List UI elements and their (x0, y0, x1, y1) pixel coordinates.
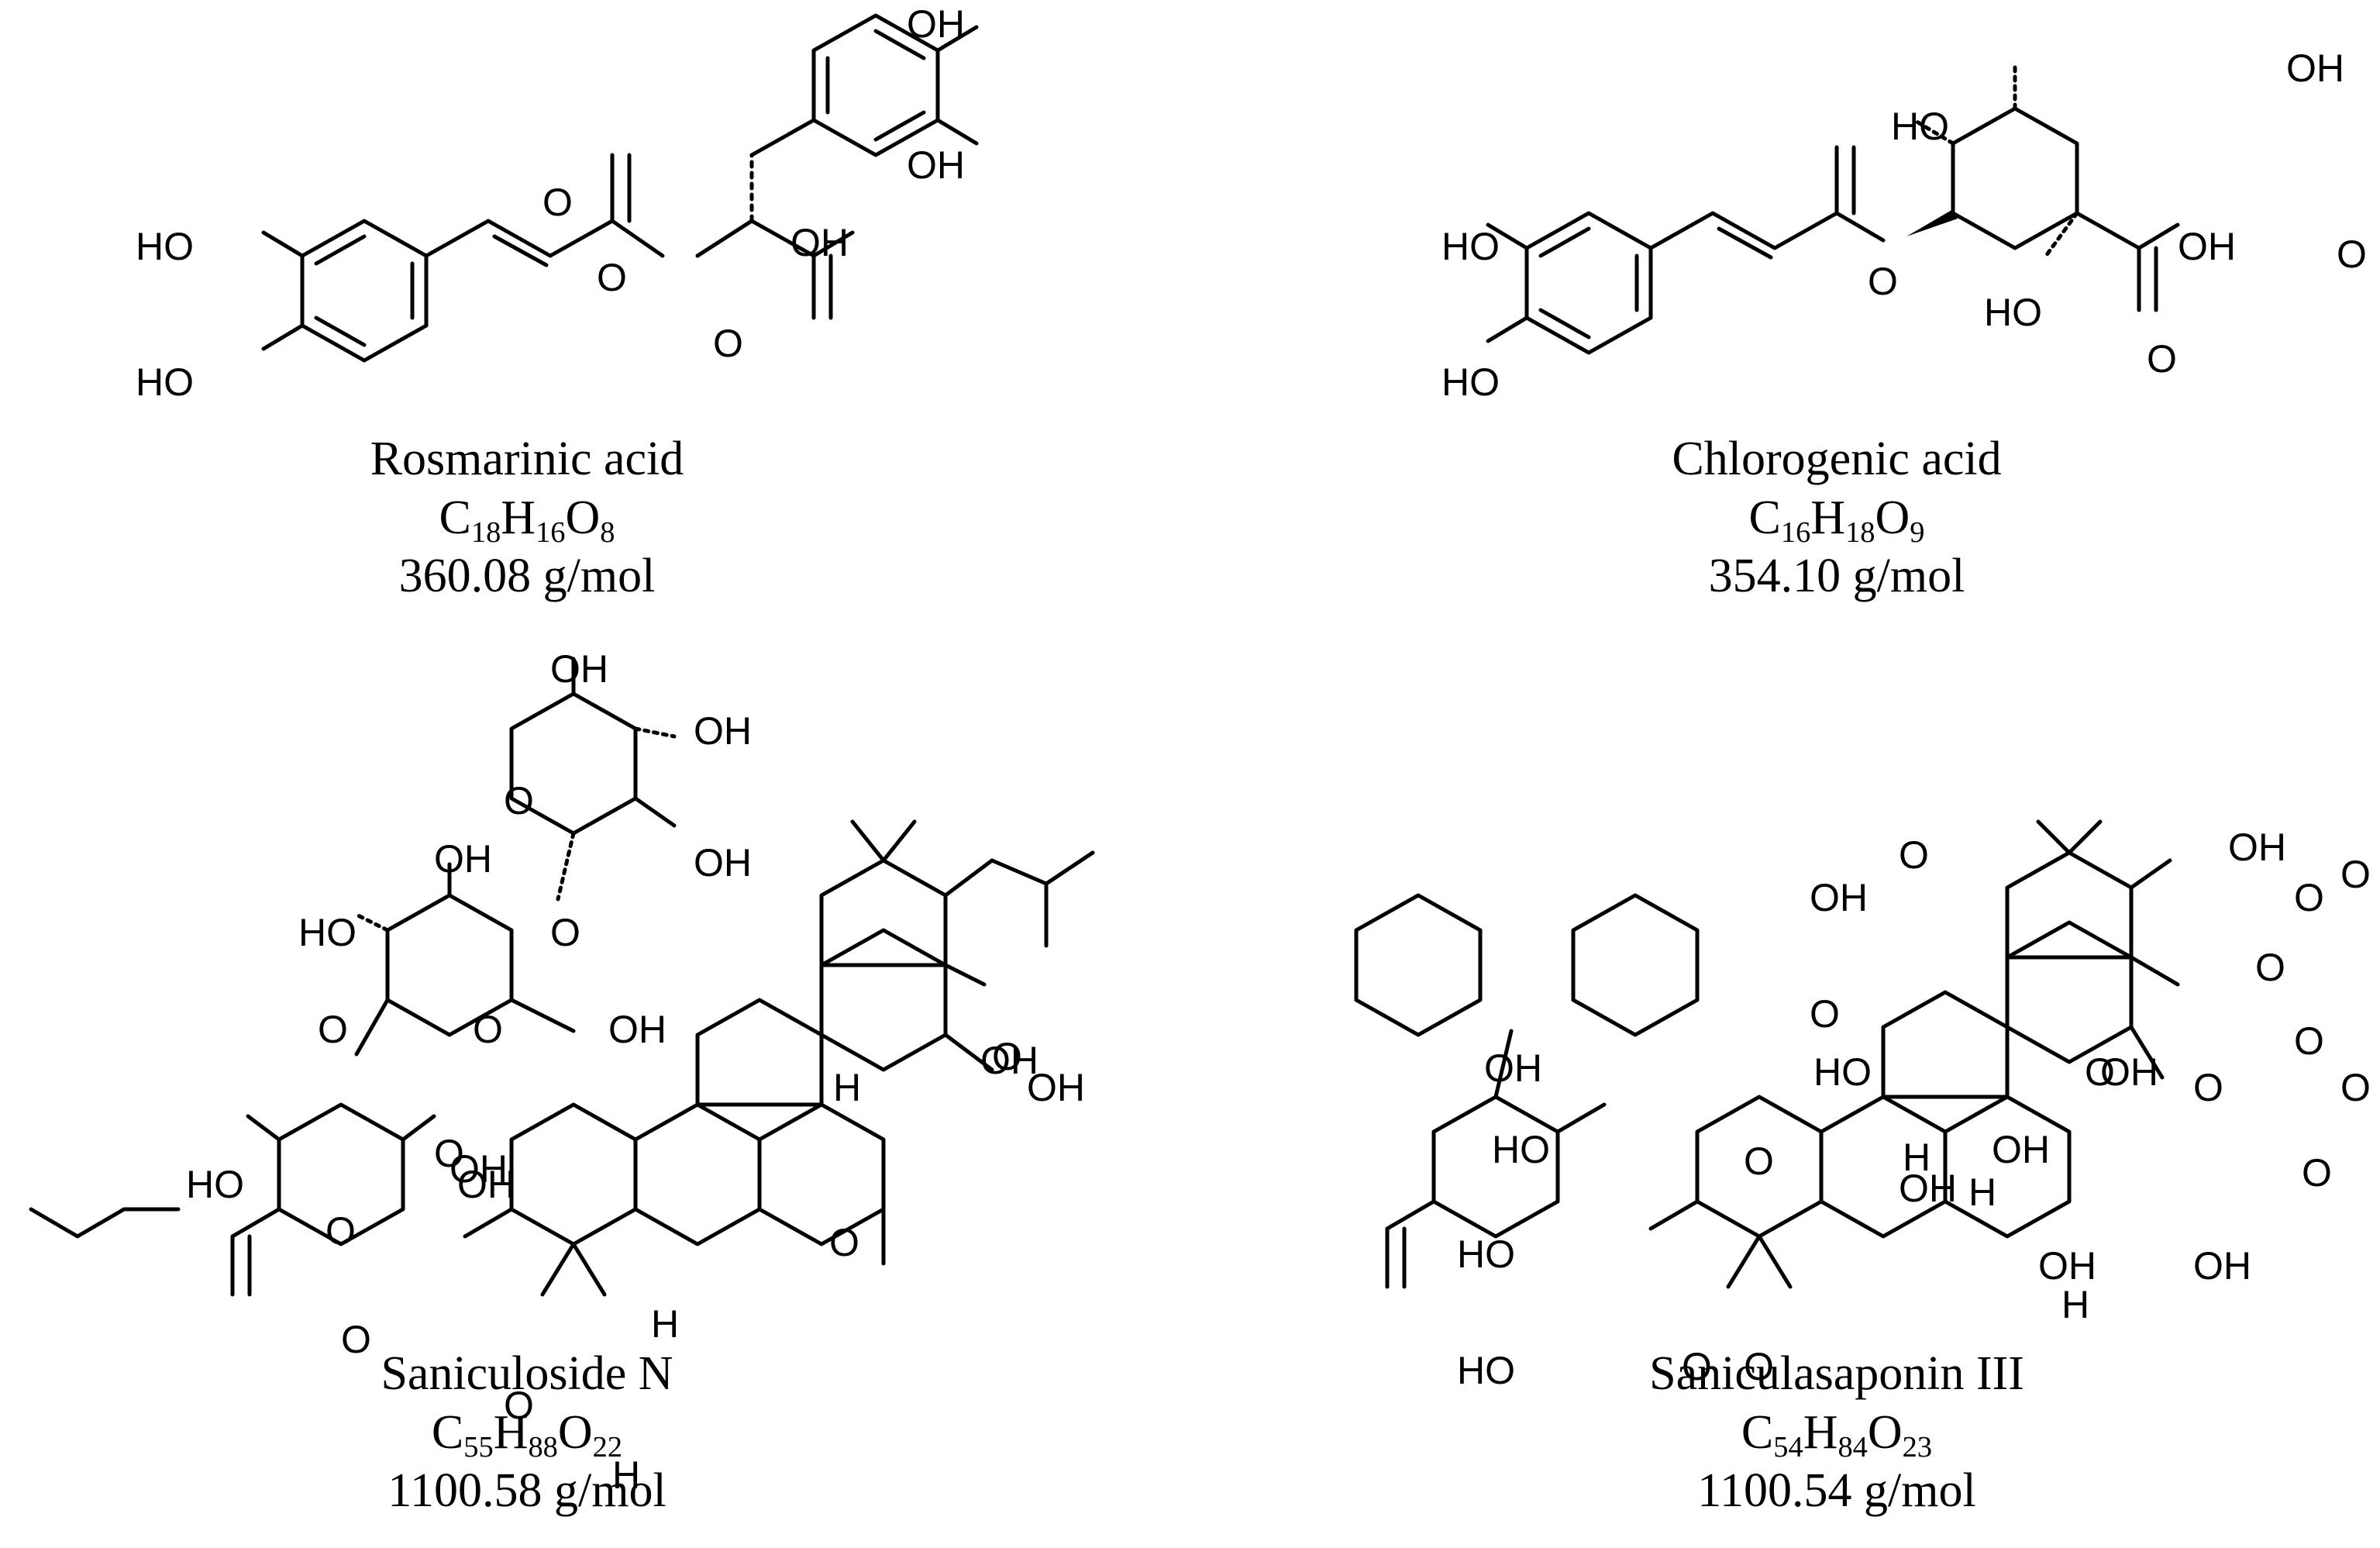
atom-label: O (504, 1384, 534, 1427)
caption-saniculoside-n: Saniculoside N C55H88O22 1100.58 g/mol (178, 1345, 876, 1521)
atom-label: O (829, 1221, 859, 1264)
atom-label: H (1903, 1136, 1931, 1179)
atom-label: O (2294, 1019, 2324, 1063)
atom-label: O (2294, 876, 2324, 919)
atom-label: HO (1813, 1050, 1872, 1094)
molecular-formula: C54H84O23 (1741, 1405, 1933, 1464)
atom-label: O (318, 1008, 348, 1051)
atom-label: OH (1484, 1046, 1542, 1090)
atom-label: O (2085, 1050, 2115, 1094)
molecular-formula: C18H16O8 (439, 491, 615, 549)
atom-label: HO (298, 911, 356, 954)
atom-label: O (2302, 1151, 2332, 1195)
atom-label: HO (136, 360, 194, 404)
atom-label: HO (1492, 1128, 1550, 1171)
atom-label: OH (1027, 1066, 1085, 1109)
structure-saniculasaponin-iii (1279, 819, 2379, 1318)
atom-label: O (992, 1035, 1022, 1078)
compound-name: Saniculoside N (381, 1347, 673, 1400)
caption-rosmarinic-acid: Rosmarinic acid C18H16O8 360.08 g/mol (178, 430, 876, 606)
atom-label: OH (434, 837, 492, 881)
compound-name: Saniculasaponin III (1649, 1347, 2024, 1400)
atom-label: O (597, 256, 627, 299)
structure-chlorogenic-acid (1410, 31, 2263, 419)
atom-label: O (1682, 1345, 1712, 1388)
atom-label: H (612, 1453, 640, 1497)
structure-rosmarinic-acid (108, 0, 1007, 419)
atom-label: OH (1810, 876, 1868, 919)
atom-label: O (1744, 1345, 1774, 1388)
caption-chlorogenic-acid: Chlorogenic acid C16H18O9 354.10 g/mol (1488, 430, 2185, 606)
atom-label: O (2193, 1066, 2223, 1109)
atom-label: O (713, 322, 743, 365)
atom-label: OH (694, 841, 752, 884)
atom-label: OH (1992, 1128, 2050, 1171)
atom-label: HO (136, 225, 194, 268)
atom-label: OH (2038, 1244, 2096, 1288)
atom-label: OH (2228, 826, 2286, 869)
atom-label: HO (186, 1163, 244, 1206)
atom-label: HO (1441, 360, 1500, 404)
caption-saniculasaponin-iii: Saniculasaponin III C54H84O23 1100.54 g/… (1488, 1345, 2185, 1521)
atom-label: H (833, 1066, 861, 1109)
atom-label: OH (694, 709, 752, 753)
atom-label: O (341, 1318, 371, 1361)
atom-label: O (473, 1008, 503, 1051)
atom-label: OH (449, 1147, 508, 1191)
atom-label: OH (2100, 1050, 2158, 1094)
atom-label: HO (1457, 1233, 1515, 1276)
atom-label: OH (1899, 1167, 1957, 1210)
molecular-formula: C55H88O22 (431, 1405, 623, 1464)
atom-label: O (2147, 337, 2177, 381)
atom-label: OH (907, 2, 965, 46)
atom-label: O (2340, 853, 2371, 896)
atom-label: HO (1984, 291, 2042, 334)
atom-label: O (434, 1132, 464, 1175)
molar-mass: 360.08 g/mol (398, 550, 656, 603)
atom-label: HO (1891, 105, 1949, 148)
atom-label: H (651, 1302, 679, 1346)
atom-label: O (1868, 260, 1898, 303)
molecular-formula: C16H18O9 (1748, 491, 1925, 549)
compound-name: Chlorogenic acid (1672, 433, 2002, 485)
atom-label: OH (2178, 225, 2236, 268)
atom-label: HO (1457, 1349, 1515, 1392)
atom-label: OH (790, 221, 849, 264)
atom-label: OH (457, 1163, 515, 1206)
atom-label: OH (2193, 1244, 2251, 1288)
atom-label: O (550, 911, 580, 954)
compound-name: Rosmarinic acid (370, 433, 684, 485)
atom-label: O (1810, 992, 1840, 1036)
atom-label: H (2061, 1283, 2089, 1326)
atom-label: O (2340, 1066, 2371, 1109)
atom-label: H (1968, 1170, 1996, 1214)
structure-saniculoside-n (0, 651, 1116, 1318)
atom-label: OH (608, 1008, 666, 1051)
atom-label: OH (2286, 47, 2344, 90)
atom-label: O (325, 1209, 356, 1253)
molar-mass: 1100.58 g/mol (387, 1464, 666, 1518)
atom-label: O (1899, 833, 1929, 877)
atom-label: OH (550, 647, 608, 691)
atom-label: OH (980, 1039, 1038, 1082)
atom-label: O (542, 181, 573, 224)
atom-label: O (2337, 233, 2367, 276)
atom-label: OH (907, 143, 965, 187)
atom-label: O (1744, 1139, 1774, 1183)
atom-label: O (504, 779, 534, 822)
molar-mass: 354.10 g/mol (1708, 550, 1965, 603)
molar-mass: 1100.54 g/mol (1697, 1464, 1976, 1518)
atom-label: O (2255, 946, 2285, 989)
atom-label: HO (1441, 225, 1500, 268)
